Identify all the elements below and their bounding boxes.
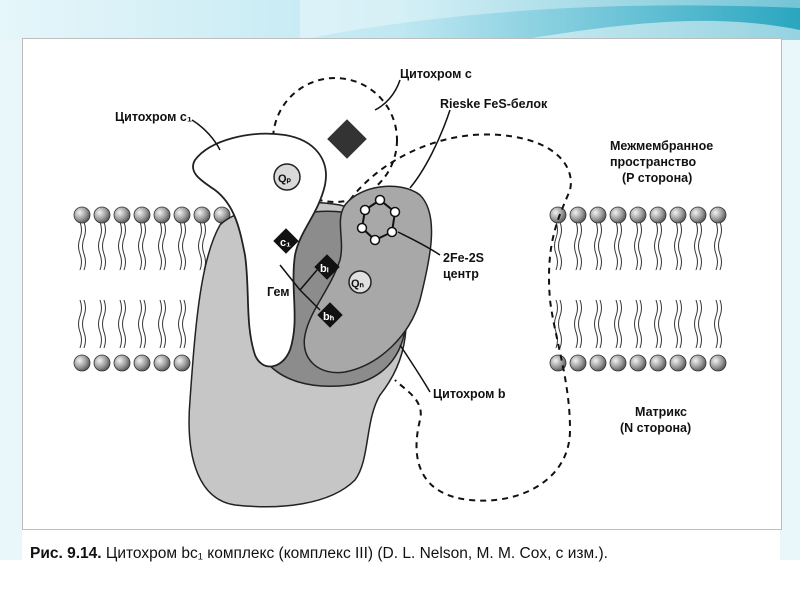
label-intermembrane-3: (P сторона) [622, 171, 692, 185]
heme-bh: bₕ [317, 302, 343, 328]
label-heme: Гем [267, 285, 290, 299]
label-intermembrane-1: Межмембранное [610, 139, 713, 153]
caption-prefix: Рис. 9.14. [30, 545, 102, 562]
fes-cluster-icon [356, 194, 401, 246]
label-matrix-1: Матрикс [635, 405, 687, 419]
label-fes-center-2: центр [443, 267, 479, 281]
heme-c1: c₁ [273, 228, 299, 254]
heme-bl: bₗ [314, 254, 340, 280]
heme-c1-label: c₁ [280, 237, 291, 249]
qn-site [348, 270, 372, 294]
monomer-outline-dashed [349, 133, 572, 502]
left-margin [0, 40, 22, 560]
label-fes-center-1: 2Fe-2S [443, 251, 484, 265]
qp-site [273, 163, 301, 191]
header-decoration [0, 0, 800, 40]
label-cytochrome-c1: Цитохром c₁ [115, 110, 192, 124]
qp-label: Qₚ [278, 173, 292, 185]
leader-lines [191, 79, 451, 393]
heme-bh-label: bₕ [323, 311, 335, 323]
figure-caption: Рис. 9.14. Цитохром bc₁ комплекс (компле… [30, 545, 790, 563]
caption-text: Цитохром bc₁ комплекс (комплекс III) (D.… [101, 545, 608, 562]
cytochrome-c1-protein [192, 132, 327, 368]
label-cytochrome-b: Цитохром b [433, 387, 506, 401]
membrane-right [549, 206, 727, 372]
label-intermembrane-2: пространство [610, 155, 696, 169]
qn-label: Qₙ [351, 278, 365, 290]
heme-bl-label: bₗ [320, 263, 329, 275]
right-margin [780, 40, 800, 560]
label-matrix-2: (N сторона) [620, 421, 691, 435]
label-cytochrome-c: Цитохром c [400, 67, 472, 81]
label-rieske: Rieske FeS-белок [440, 97, 548, 111]
wave-decoration [0, 0, 800, 40]
